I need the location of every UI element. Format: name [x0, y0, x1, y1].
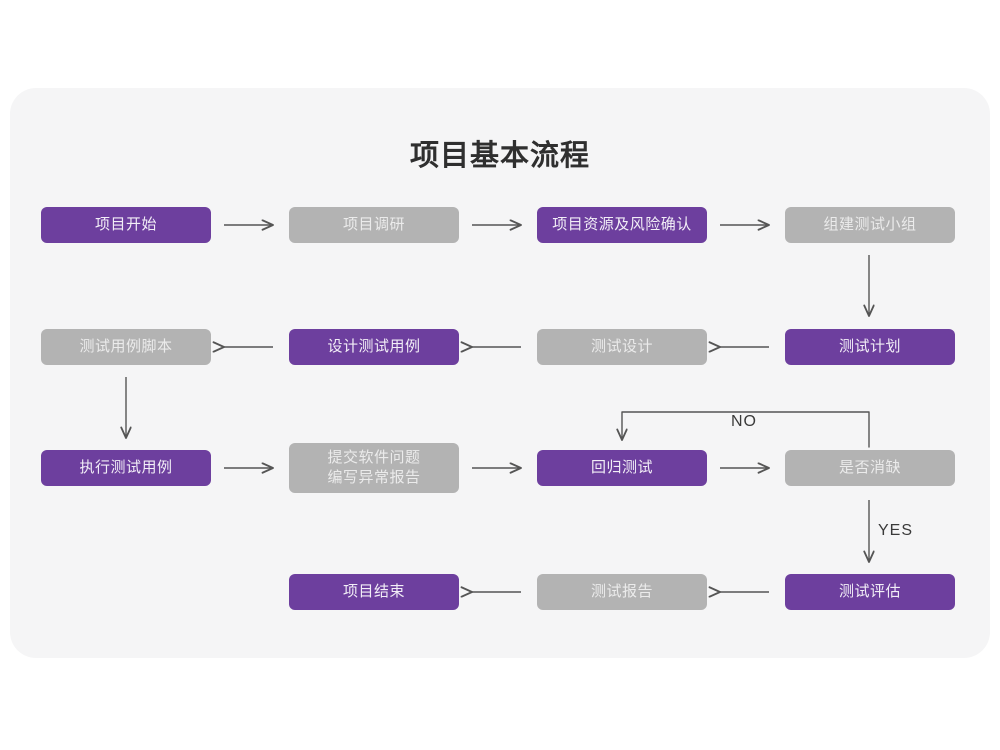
- edge-label-no: NO: [731, 413, 757, 430]
- page-title: 项目基本流程: [409, 140, 590, 172]
- node-resource-risk-confirm[interactable]: 项目资源及风险确认: [537, 207, 707, 243]
- node-test-evaluation[interactable]: 测试评估: [785, 574, 955, 610]
- node-project-start[interactable]: 项目开始: [41, 207, 211, 243]
- node-submit-issue-report[interactable]: 提交软件问题 编写异常报告: [289, 443, 459, 493]
- node-test-report[interactable]: 测试报告: [537, 574, 707, 610]
- node-execute-test-case[interactable]: 执行测试用例: [41, 450, 211, 486]
- flowchart-card: [10, 88, 990, 658]
- node-defect-cleared-decision[interactable]: 是否消缺: [785, 450, 955, 486]
- edge-label-yes: YES: [878, 522, 914, 539]
- node-design-test-case[interactable]: 设计测试用例: [289, 329, 459, 365]
- node-test-design[interactable]: 测试设计: [537, 329, 707, 365]
- node-project-research[interactable]: 项目调研: [289, 207, 459, 243]
- node-project-end[interactable]: 项目结束: [289, 574, 459, 610]
- node-test-case-script[interactable]: 测试用例脚本: [41, 329, 211, 365]
- node-regression-test[interactable]: 回归测试: [537, 450, 707, 486]
- node-test-plan[interactable]: 测试计划: [785, 329, 955, 365]
- node-form-test-team[interactable]: 组建测试小组: [785, 207, 955, 243]
